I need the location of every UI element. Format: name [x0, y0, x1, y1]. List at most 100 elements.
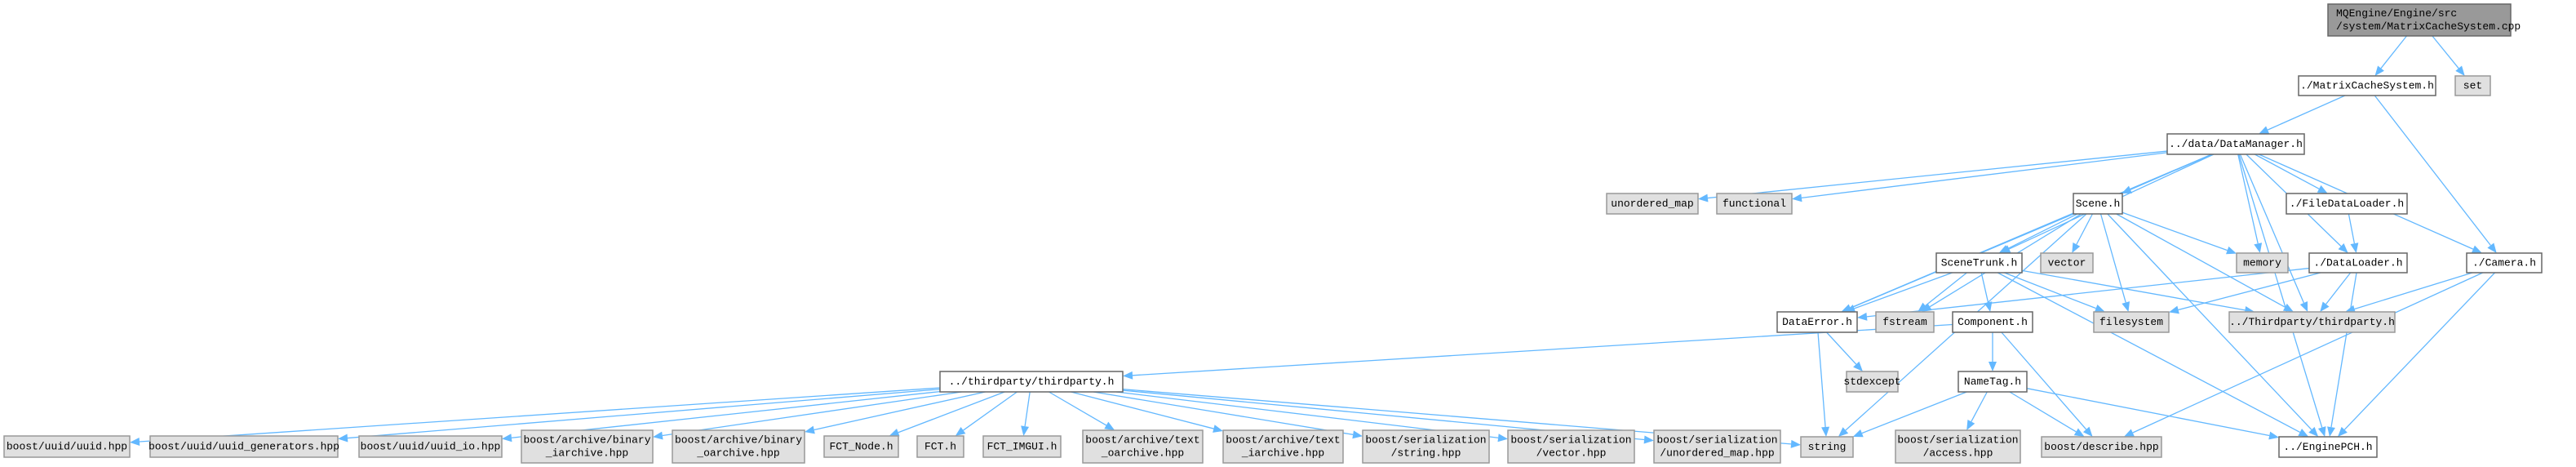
node-label: ../Thirdparty/thirdparty.h: [2229, 316, 2395, 328]
node-scene[interactable]: Scene.h: [2073, 193, 2123, 215]
node-mcs[interactable]: ./MatrixCacheSystem.h: [2298, 75, 2436, 96]
node-memory[interactable]: memory: [2236, 252, 2289, 274]
arrowhead-icon: [2308, 426, 2319, 437]
arrowhead-icon: [1852, 429, 1864, 438]
node-label: ./MatrixCacheSystem.h: [2300, 79, 2434, 91]
arrowhead-icon: [2338, 243, 2348, 253]
node-box: [3, 435, 131, 458]
node-fdl[interactable]: ./FileDataLoader.h: [2286, 193, 2408, 215]
node-box: [2286, 193, 2408, 215]
edge-nametag-to-pch: [2026, 388, 2270, 437]
node-label: boost/uuid/uuid_io.hpp: [361, 440, 501, 452]
node-label: stdexcept: [1843, 376, 1900, 388]
node-access[interactable]: boost/serialization/access.hpp: [1895, 429, 2021, 464]
node-fstream[interactable]: fstream: [1875, 311, 1935, 333]
arrowhead-icon: [1792, 193, 1802, 202]
node-sstr[interactable]: boost/serialization/string.hpp: [1362, 429, 1490, 464]
node-camera[interactable]: ./Camera.h: [2466, 252, 2543, 274]
node-box: [1952, 311, 2033, 333]
edge-root-to-mcs: [2380, 35, 2408, 69]
edge-tp-to-toa: [1049, 391, 1107, 426]
node-box: [2166, 133, 2305, 155]
node-label: SceneTrunk.h: [1941, 256, 2018, 269]
node-box: [2327, 3, 2512, 37]
arrowhead-icon: [2282, 303, 2294, 312]
node-box: [2040, 252, 2094, 274]
node-dl[interactable]: ./DataLoader.h: [2308, 252, 2408, 274]
node-uuidgen[interactable]: boost/uuid/uuid_generators.hpp: [149, 435, 339, 458]
node-string[interactable]: string: [1800, 436, 1854, 458]
arrowhead-icon: [2455, 65, 2465, 76]
node-pch[interactable]: ../EnginePCH.h: [2278, 436, 2378, 458]
node-component[interactable]: Component.h: [1952, 311, 2033, 333]
node-box: [1846, 371, 1899, 393]
arrowhead-icon: [1989, 362, 1997, 371]
arrowhead-icon: [1497, 434, 1508, 443]
node-label: boost/serialization: [1365, 434, 1486, 446]
node-tia[interactable]: boost/archive/text_iarchive.hpp: [1222, 429, 1344, 464]
node-nametag[interactable]: NameTag.h: [1957, 371, 2028, 393]
node-label: Scene.h: [2076, 198, 2121, 210]
edge-mcs-to-camera: [2374, 95, 2491, 246]
arrowhead-icon: [2299, 301, 2308, 312]
node-stdexcept[interactable]: stdexcept: [1843, 371, 1901, 393]
node-tp[interactable]: ../thirdparty/thirdparty.h: [939, 371, 1124, 393]
node-fctimgui[interactable]: FCT_IMGUI.h: [982, 435, 1062, 458]
node-box: [672, 429, 805, 464]
arrowhead-icon: [2471, 245, 2482, 253]
node-root[interactable]: MQEngine/Engine/src/system/MatrixCacheSy…: [2327, 3, 2521, 37]
node-label: _iarchive.hpp: [545, 447, 628, 459]
node-trunk[interactable]: SceneTrunk.h: [1935, 252, 2023, 274]
node-box: [1222, 429, 1344, 464]
node-label: unordered_map: [1611, 198, 1693, 210]
arrowhead-icon: [2094, 304, 2105, 313]
node-boa[interactable]: boost/archive/binary_oarchive.hpp: [672, 429, 805, 464]
arrowhead-icon: [1790, 439, 1801, 448]
node-uuidio[interactable]: boost/uuid/uuid_io.hpp: [358, 435, 503, 458]
node-label: boost/archive/binary: [523, 434, 650, 446]
node-box: [2228, 311, 2396, 333]
arrowhead-icon: [1845, 305, 1856, 313]
node-box: [2093, 311, 2170, 333]
edge-dl-to-derr: [1866, 267, 2310, 318]
node-vector[interactable]: vector: [2040, 252, 2094, 274]
node-label: boost/archive/binary: [675, 434, 802, 446]
node-filesystem[interactable]: filesystem: [2093, 311, 2170, 333]
node-bia[interactable]: boost/archive/binary_iarchive.hpp: [521, 429, 654, 464]
edge-trunk-to-filesystem: [2004, 272, 2096, 309]
node-fct[interactable]: FCT.h: [916, 435, 964, 458]
node-fctnode[interactable]: FCT_Node.h: [823, 435, 899, 458]
node-describe[interactable]: boost/describe.hpp: [2041, 436, 2162, 458]
node-label: ../thirdparty/thirdparty.h: [949, 376, 1115, 388]
node-set[interactable]: set: [2454, 75, 2491, 96]
arrowhead-icon: [1021, 425, 1030, 436]
arrowhead-icon: [2082, 426, 2093, 437]
edge-trunk-to-derr: [1854, 272, 1953, 309]
node-umap[interactable]: unordered_map: [1606, 193, 1699, 215]
node-derr[interactable]: DataError.h: [1776, 311, 1858, 333]
edge-dm-to-functional: [1801, 152, 2168, 198]
node-svec[interactable]: boost/serialization/vector.hpp: [1507, 429, 1635, 464]
node-uuid[interactable]: boost/uuid/uuid.hpp: [3, 435, 131, 458]
edge-scene-to-tp_up: [2116, 213, 2286, 308]
node-functional[interactable]: functional: [1716, 193, 1793, 215]
arrowhead-icon: [1918, 302, 1928, 312]
node-label: FCT.h: [924, 440, 956, 452]
node-sumap[interactable]: boost/serialization/unordered_map.hpp: [1653, 429, 1781, 464]
edge-dm-to-fdl: [2254, 153, 2320, 189]
arrowhead-icon: [955, 426, 966, 436]
node-label: MQEngine/Engine/src: [2336, 7, 2457, 20]
node-label: boost/describe.hpp: [2044, 441, 2158, 453]
arrowhead-icon: [2345, 305, 2357, 314]
node-tp_up[interactable]: ../Thirdparty/thirdparty.h: [2228, 311, 2396, 333]
node-label: fstream: [1882, 316, 1927, 328]
node-label: ../EnginePCH.h: [2283, 441, 2372, 453]
edge-fdl-to-dl: [2348, 213, 2356, 244]
edge-camera-to-describe: [2132, 272, 2484, 434]
edge-component-to-describe: [2001, 331, 2087, 430]
node-dm[interactable]: ../data/DataManager.h: [2166, 133, 2305, 155]
node-toa[interactable]: boost/archive/text_oarchive.hpp: [1082, 429, 1204, 464]
node-label: ./DataLoader.h: [2313, 256, 2402, 269]
arrowhead-icon: [502, 434, 512, 443]
arrowhead-icon: [2169, 305, 2179, 314]
